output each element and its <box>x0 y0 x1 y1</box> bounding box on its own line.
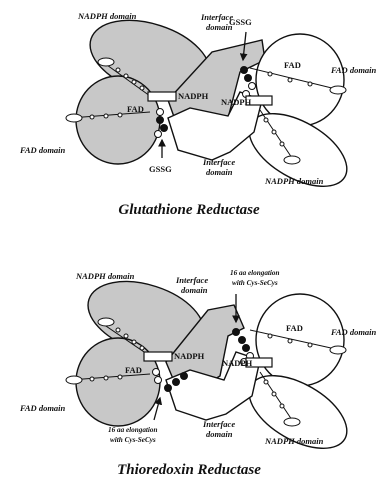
gr-label-interface-bottom-1: Interface <box>202 157 235 167</box>
tr-gray-fad-domain <box>76 338 160 426</box>
gr-label-nadph-domain-bottom: NADPH domain <box>264 176 324 186</box>
tr-label-nadph-center: NADPH <box>174 351 205 361</box>
gr-label-nadph-domain-top: NADPH domain <box>77 11 137 21</box>
tr-label-elongation-bottom-2: with Cys-SeCys <box>110 436 156 444</box>
gr-label-fad-domain-left: FAD domain <box>19 145 66 155</box>
tr-panel: NADPH domain Interface domain 16 aa elon… <box>19 268 377 478</box>
gr-title: Glutathione Reductase <box>118 202 260 218</box>
tr-label-interface-top-1: Interface <box>175 275 208 285</box>
gr-label-nadph-center: NADPH <box>178 91 209 101</box>
tr-label-interface-bottom-2: domain <box>206 429 233 439</box>
tr-label-elongation-bottom-1: 16 aa elongation <box>108 426 158 434</box>
gr-label-fad-domain-right: FAD domain <box>330 65 377 75</box>
tr-label-fad-domain-left: FAD domain <box>19 403 66 413</box>
tr-label-interface-top-2: domain <box>181 285 208 295</box>
tr-nadph-box-center <box>144 352 172 361</box>
gr-label-nadph-right: NADPH <box>221 97 252 107</box>
gr-nadph-box-center <box>148 92 176 101</box>
gr-label-fad-right: FAD <box>284 60 301 70</box>
gr-label-gssg-bottom: GSSG <box>149 164 172 174</box>
tr-label-interface-bottom-1: Interface <box>202 419 235 429</box>
tr-label-nadph-domain-top: NADPH domain <box>75 271 135 281</box>
gr-label-interface-bottom-2: domain <box>206 167 233 177</box>
tr-white-fad-domain <box>256 294 344 386</box>
gr-label-gssg-top: GSSG <box>229 17 252 27</box>
tr-label-elongation-top-1: 16 aa elongation <box>230 269 280 277</box>
tr-label-nadph-domain-bottom: NADPH domain <box>264 436 324 446</box>
tr-label-fad-right: FAD <box>286 323 303 333</box>
tr-label-fad-domain-right: FAD domain <box>330 327 377 337</box>
tr-label-elongation-top-2: with Cys-SeCys <box>232 279 278 287</box>
tr-label-nadph-right: NADPH <box>222 358 253 368</box>
tr-label-fad-left: FAD <box>125 365 142 375</box>
gr-label-fad-left: FAD <box>127 104 144 114</box>
gr-panel: NADPH domain Interface domain GSSG FAD F… <box>19 7 377 218</box>
gr-gray-fad-domain <box>76 76 160 164</box>
tr-title: Thioredoxin Reductase <box>117 462 261 478</box>
